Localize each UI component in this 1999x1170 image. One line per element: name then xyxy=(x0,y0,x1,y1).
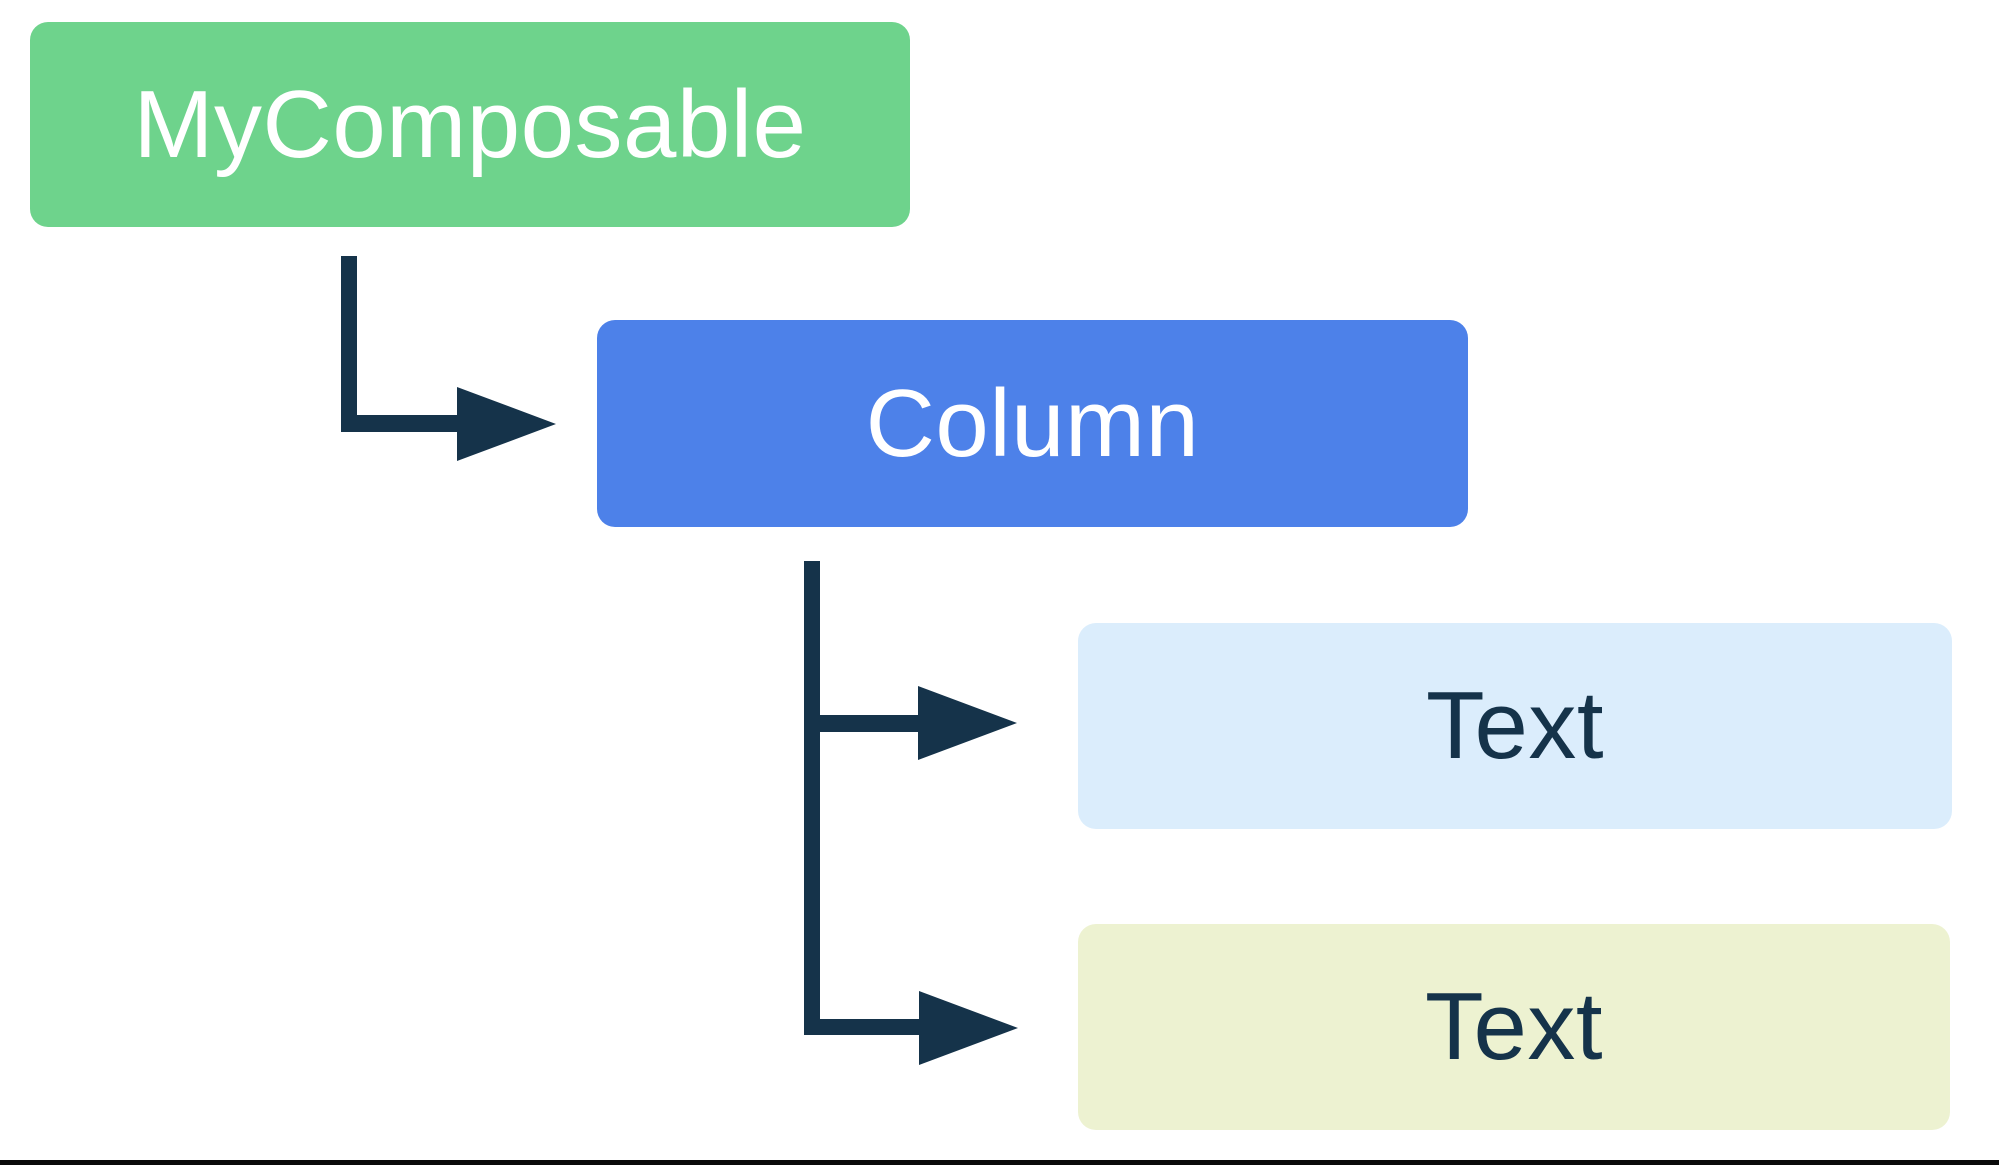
arrowhead-right-icon xyxy=(457,387,556,461)
bottom-border-line xyxy=(0,1160,1999,1165)
node-mycomposable: MyComposable xyxy=(30,22,910,227)
arrow-root-to-column-horizontal-line xyxy=(341,415,457,432)
node-text-first-label: Text xyxy=(1425,672,1605,779)
node-column-label: Column xyxy=(865,369,1200,477)
node-text-second: Text xyxy=(1078,924,1950,1130)
node-column: Column xyxy=(597,320,1468,527)
arrowhead-right-icon xyxy=(919,991,1018,1065)
node-text-second-label: Text xyxy=(1424,973,1604,1080)
arrow-column-to-text1-horizontal-line xyxy=(804,715,918,732)
arrowhead-right-icon xyxy=(918,686,1017,760)
arrow-root-to-column-vertical-line xyxy=(341,256,357,432)
arrow-column-children-vertical-line xyxy=(804,561,820,1035)
node-mycomposable-label: MyComposable xyxy=(133,70,807,178)
node-text-first: Text xyxy=(1078,623,1952,829)
arrow-column-to-text2-horizontal-line xyxy=(804,1019,919,1035)
